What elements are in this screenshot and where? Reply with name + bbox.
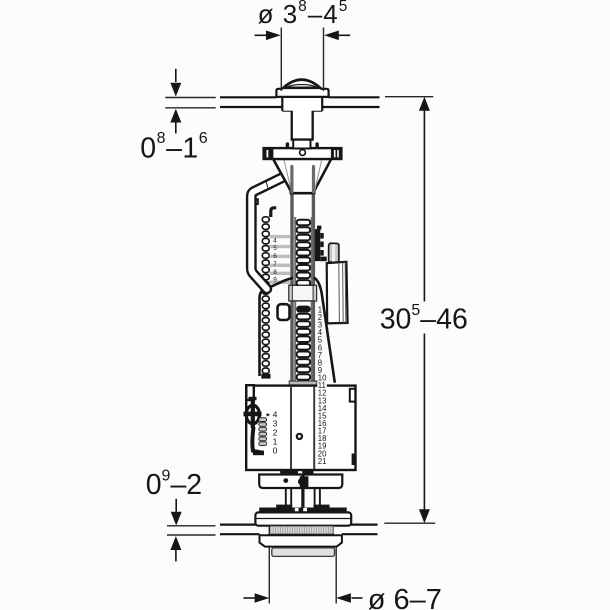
svg-text:1: 1 [273, 437, 278, 447]
svg-text:3: 3 [318, 321, 322, 330]
svg-text:7: 7 [318, 351, 322, 360]
svg-text:11: 11 [318, 381, 326, 390]
svg-text:305–46: 305–46 [380, 302, 468, 335]
svg-text:2: 2 [318, 313, 322, 322]
svg-text:8: 8 [273, 269, 277, 276]
svg-text:4: 4 [318, 328, 323, 337]
svg-text:6: 6 [318, 343, 322, 352]
svg-text:9: 9 [318, 366, 322, 375]
svg-text:19: 19 [318, 442, 327, 451]
svg-text:5: 5 [318, 336, 323, 345]
svg-text:15: 15 [318, 411, 327, 420]
svg-text:18: 18 [318, 434, 327, 443]
svg-text:1: 1 [318, 305, 322, 314]
svg-text:6: 6 [273, 253, 277, 260]
svg-text:21: 21 [318, 457, 327, 466]
svg-text:2: 2 [273, 428, 278, 438]
svg-text:12: 12 [318, 389, 327, 398]
svg-text:9: 9 [273, 277, 277, 284]
svg-text:08–16: 08–16 [140, 130, 208, 164]
svg-text:ø 6–7: ø 6–7 [368, 584, 442, 610]
svg-text:3: 3 [273, 419, 278, 429]
svg-text:14: 14 [318, 404, 327, 413]
svg-text:4: 4 [273, 410, 278, 420]
svg-text:ø 38–45: ø 38–45 [258, 0, 349, 29]
svg-text:17: 17 [318, 427, 327, 436]
svg-text:10: 10 [318, 374, 327, 383]
svg-text:20: 20 [318, 449, 327, 458]
svg-text:5: 5 [273, 245, 277, 252]
svg-text:16: 16 [318, 419, 327, 428]
svg-text:7: 7 [273, 261, 277, 268]
svg-text:0: 0 [273, 446, 278, 456]
svg-text:4: 4 [273, 237, 277, 244]
svg-text:8: 8 [318, 358, 322, 367]
svg-text:09–2: 09–2 [146, 467, 202, 501]
svg-text:13: 13 [318, 396, 327, 405]
